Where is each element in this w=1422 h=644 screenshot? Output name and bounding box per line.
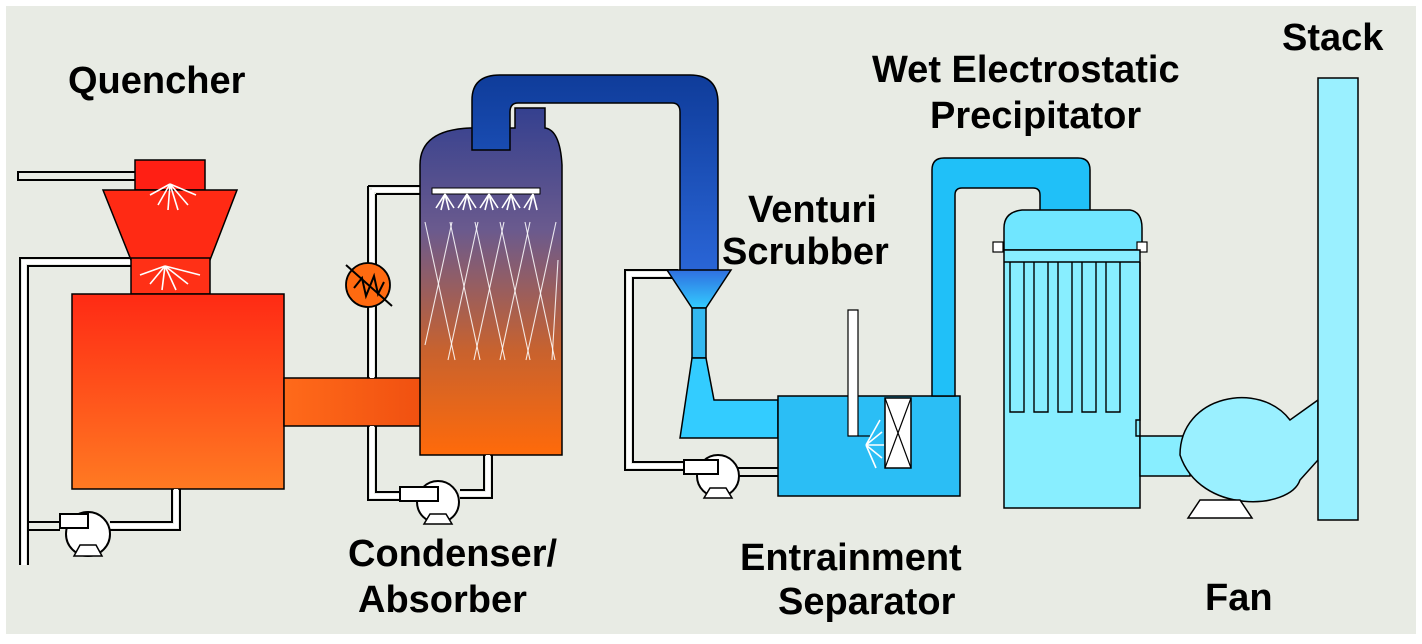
venturi-scrubber-unit [624, 269, 779, 499]
quencher-recirculation-pipe-fill [22, 260, 150, 565]
fan-base [1186, 499, 1254, 519]
quencher-pump-outlet-fill [110, 489, 178, 528]
quencher-spray-top-icon [149, 183, 197, 211]
fan-unit [1139, 396, 1319, 519]
absorber-unit [345, 107, 563, 525]
absorber-spray-header [431, 187, 541, 195]
wesp-left-tab [992, 241, 1004, 253]
quencher-pump-outlet [110, 489, 181, 531]
label-fan: Fan [1205, 577, 1273, 619]
absorber-pump-outlet-fill [460, 455, 490, 496]
wesp-top-cap [1003, 209, 1143, 251]
venturi-pump-outlet [738, 467, 778, 477]
quencher-pump-inlet [28, 521, 60, 531]
label-venturi-line1: Venturi [748, 189, 877, 231]
venturi-pump-icon [683, 454, 740, 499]
absorber-packing-mesh [424, 221, 559, 361]
label-entrainment-line1: Entrainment [740, 537, 962, 579]
separator-baffle [847, 309, 859, 437]
quencher-neck [130, 257, 211, 295]
separator-body [777, 395, 961, 497]
mist-eliminator-icon [884, 397, 912, 469]
venturi-throat [691, 307, 707, 359]
quencher-body [71, 293, 285, 490]
wesp-electrodes [1004, 261, 1141, 437]
label-wesp-line2: Precipitator [930, 95, 1141, 137]
quencher-pump-icon [59, 511, 111, 557]
absorber-pump-outlet [460, 455, 493, 499]
absorber-left-pipe-lower [367, 426, 400, 501]
label-venturi-line2: Scrubber [722, 231, 889, 273]
quencher-unit [17, 159, 285, 565]
label-entrainment-line2: Separator [778, 581, 956, 623]
separator-spray-icon [865, 419, 884, 469]
heat-exchanger-icon [345, 262, 393, 308]
label-quencher: Quencher [68, 60, 246, 102]
wesp-right-tab [1136, 241, 1148, 253]
absorber-spray-nozzles-icon [435, 193, 538, 211]
quencher-spray-lower-icon [139, 265, 201, 291]
stack-chimney [1317, 77, 1359, 521]
fan-inlet-duct [1139, 435, 1191, 477]
entrainment-separator-unit [777, 309, 961, 497]
label-stack: Stack [1282, 17, 1384, 59]
venturi-recirculation-fill [627, 272, 688, 468]
venturi-recirculation-pipe [624, 269, 688, 471]
quencher-recirculation-pipe [19, 257, 150, 565]
absorber-pump-icon [399, 480, 460, 525]
quencher-absorber-duct [283, 377, 425, 427]
label-condenser-line2: Absorber [358, 579, 527, 621]
label-wesp-line1: Wet Electrostatic [872, 49, 1180, 91]
label-condenser-line1: Condenser/ [348, 533, 557, 575]
wesp-unit [992, 209, 1148, 509]
